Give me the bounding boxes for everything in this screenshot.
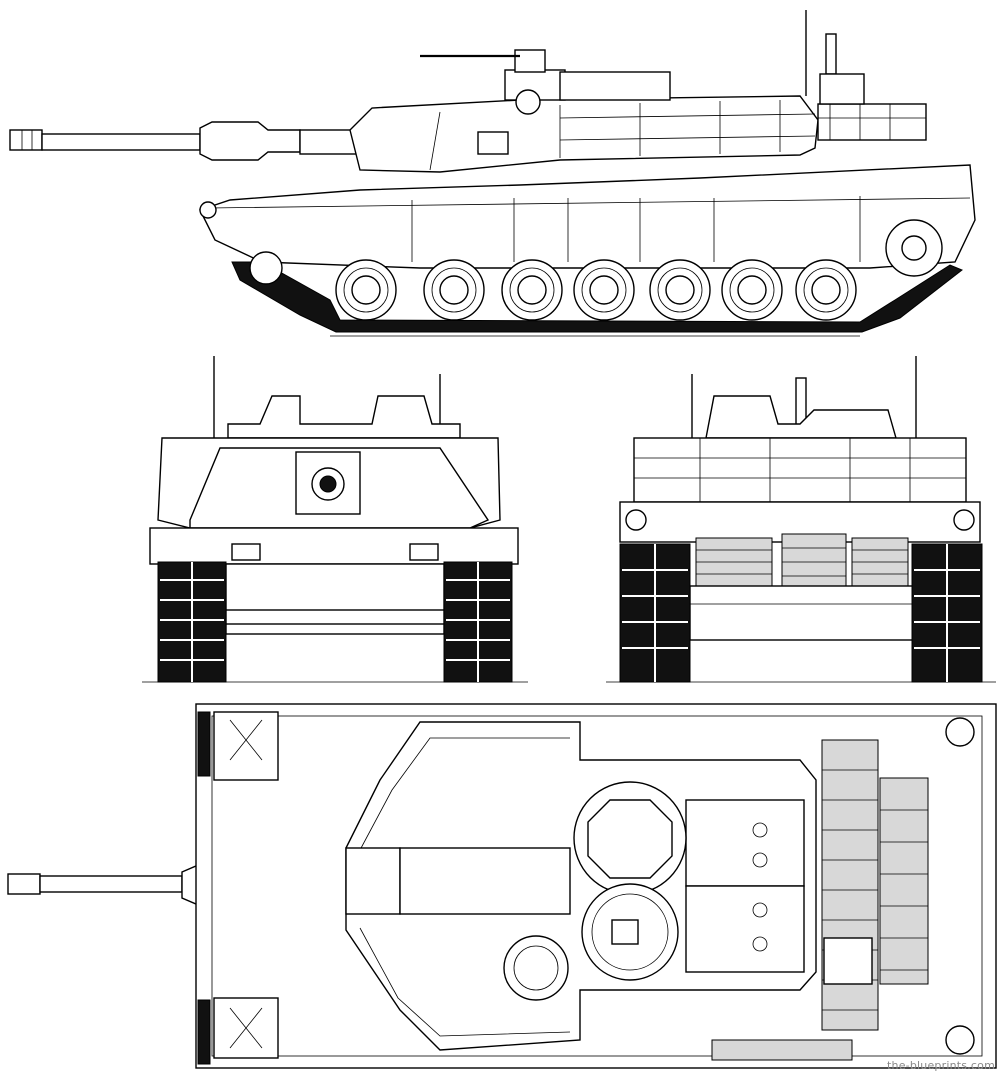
top-loader-hatch [581, 883, 679, 981]
top-engine-grille [821, 739, 929, 1031]
rear-view [606, 356, 996, 683]
watermark-text: the-blueprints.com [887, 1059, 995, 1072]
side-drive-sprocket [885, 219, 943, 277]
side-hull [199, 164, 976, 269]
top-fender-boxes [213, 711, 279, 1059]
top-view [7, 703, 997, 1069]
front-right-track [443, 561, 513, 683]
side-turret [349, 10, 927, 173]
front-view [142, 356, 528, 683]
side-gun-barrel [9, 121, 361, 161]
side-track [231, 219, 963, 333]
top-commander-cupola [573, 781, 687, 895]
rear-right-track [911, 543, 983, 683]
top-turret [345, 721, 817, 1051]
front-left-track [157, 561, 227, 683]
rear-left-track [619, 543, 691, 683]
side-road-wheels [335, 259, 857, 321]
side-view [9, 10, 976, 337]
rear-grille [695, 533, 909, 587]
